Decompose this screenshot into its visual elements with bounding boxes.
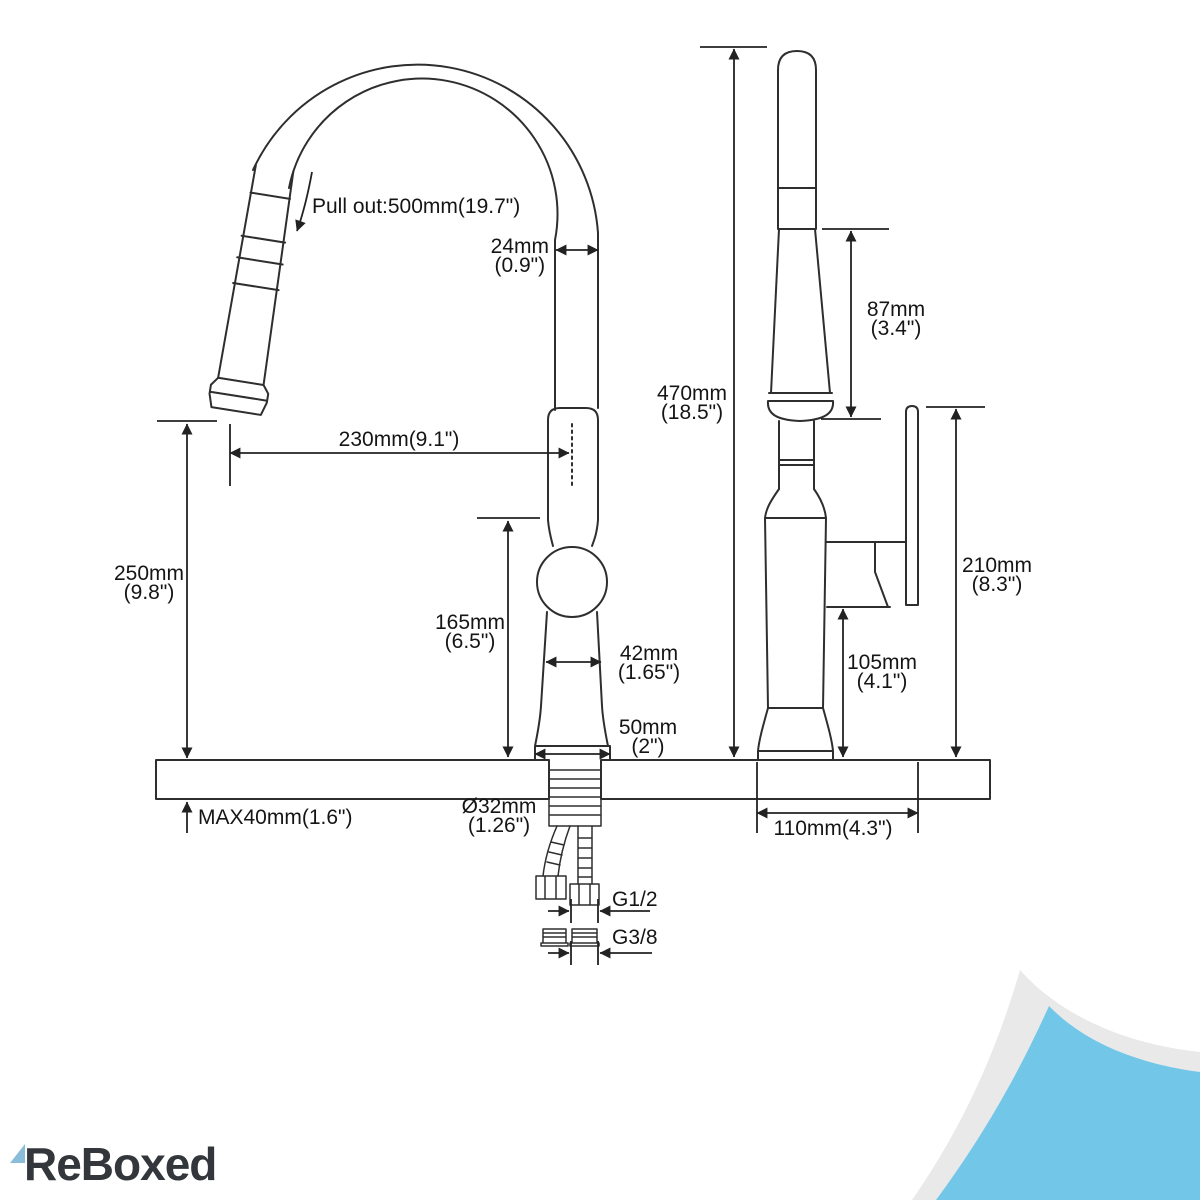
- pulldown-sprayer-front: [208, 164, 295, 416]
- threaded-shank: [548, 759, 602, 827]
- dim-42mm-label: 42mm (1.65"): [617, 642, 681, 684]
- dim-230mm-label: 230mm(9.1"): [338, 428, 460, 451]
- logo-corner-icon: [10, 1144, 25, 1163]
- dim-210mm-label: 210mm (8.3"): [961, 554, 1033, 596]
- faucet-front-view: [208, 63, 611, 947]
- dim-24mm-label: 24mm (0.9"): [490, 235, 549, 277]
- pull-out-arrow: [295, 171, 313, 232]
- handle-side-view: [825, 405, 919, 608]
- thread-g12-label: G1/2: [612, 888, 658, 911]
- dim-87mm-label: 87mm (3.4"): [866, 298, 926, 340]
- dim-hole-diameter-label: Ø32mm (1.26"): [461, 795, 537, 837]
- dim-50mm-label: 50mm (2"): [618, 716, 678, 758]
- dim-pull-out-label: Pull out:500mm(19.7"): [312, 195, 521, 218]
- thread-g38-label: G3/8: [612, 926, 658, 949]
- faucet-side-view: [757, 50, 919, 761]
- handle-ball-joint: [536, 546, 608, 618]
- dim-470mm-label: 470mm (18.5"): [656, 382, 727, 424]
- dim-105mm-label: 105mm (4.1"): [846, 651, 918, 693]
- supply-hoses: [535, 825, 600, 906]
- dim-250mm-label: 250mm (9.8"): [113, 562, 185, 604]
- dim-110mm-label: 110mm(4.3"): [773, 817, 893, 840]
- reboxed-logo: ReBoxed: [10, 1138, 217, 1190]
- thread-adapters: [540, 928, 600, 947]
- dim-max40mm-label: MAX40mm(1.6"): [198, 806, 353, 829]
- dim-165mm-label: 165mm (6.5"): [434, 611, 506, 653]
- corner-curl-decoration: [912, 970, 1200, 1200]
- dimension-lines: [157, 46, 985, 965]
- logo-text: ReBoxed: [24, 1138, 217, 1190]
